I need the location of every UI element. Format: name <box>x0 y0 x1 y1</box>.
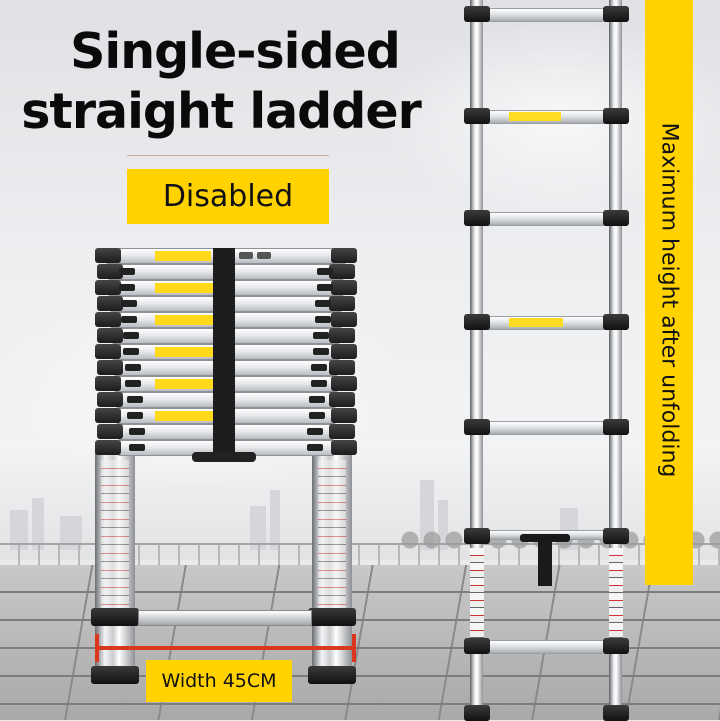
headline-line-1: Single-sided <box>70 23 401 80</box>
divider <box>127 155 329 156</box>
rung <box>478 421 616 435</box>
bottom-rung <box>138 610 312 626</box>
carry-strap <box>213 248 235 458</box>
headline: Single-sided straight ladder <box>0 22 470 142</box>
rung <box>478 212 616 226</box>
rung <box>478 316 616 330</box>
width-tag: Width 45CM <box>146 660 292 702</box>
rung <box>478 8 616 22</box>
pole-foot <box>91 666 139 684</box>
warning-label <box>470 548 484 638</box>
max-height-text: Maximum height after unfolding <box>656 122 682 478</box>
rung <box>478 110 616 124</box>
extended-ladder <box>462 0 630 721</box>
rung <box>478 640 616 654</box>
disabled-tag: Disabled <box>127 169 329 224</box>
left-pole <box>95 444 135 680</box>
pole-foot <box>308 666 356 684</box>
width-measure-line <box>95 634 356 662</box>
headline-line-2: straight ladder <box>21 83 421 140</box>
warning-label <box>101 460 129 610</box>
pole-collar <box>308 608 356 626</box>
instruction-label <box>609 548 623 638</box>
pole-collar <box>91 608 139 626</box>
carry-handle <box>520 534 570 542</box>
max-height-banner: Maximum height after unfolding <box>645 0 693 585</box>
right-pole <box>312 444 352 680</box>
instruction-label <box>318 460 346 610</box>
folded-ladder <box>91 244 360 684</box>
carry-handle <box>192 452 256 462</box>
carry-handle-stem <box>538 540 552 586</box>
